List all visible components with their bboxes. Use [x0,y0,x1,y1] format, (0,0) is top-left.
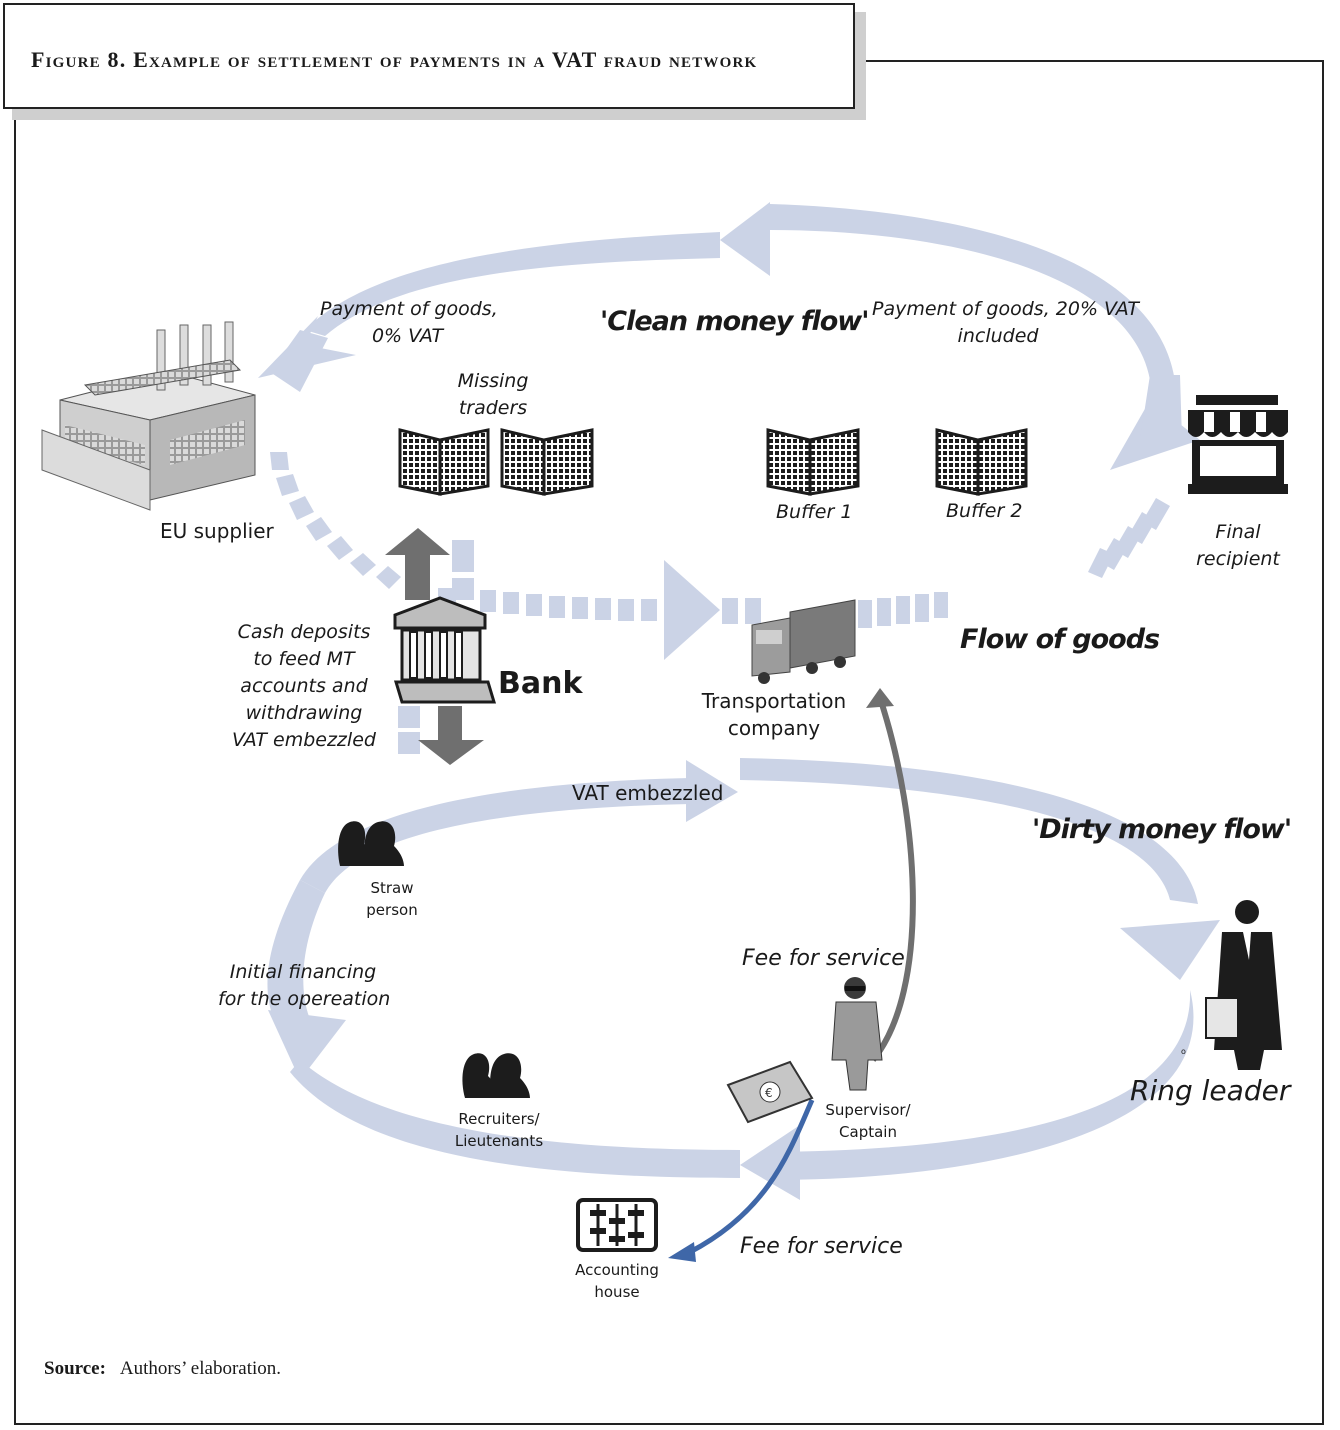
source-label: Source: [44,1358,106,1379]
bank-label: Bank [498,666,583,701]
figure-title-box: Figure 8. Example of settlement of payme… [3,3,855,109]
shop-icon [1188,395,1288,494]
transport-line2: company [727,716,821,740]
fee-for-service-top-label: Fee for service [742,946,905,971]
figure-title: Figure 8. Example of settlement of payme… [31,47,758,72]
supervisor-line1: Supervisor/ [825,1101,911,1119]
office-building-icon [766,428,860,496]
bank-icon [393,596,497,704]
transportation-company-label: Transportation company [700,688,848,742]
buffer-2-label: Buffer 2 [946,500,1023,522]
clean-money-flow-label: 'Clean money flow' [600,306,869,337]
businessman-icon [1205,900,1282,1070]
final-recipient-line2: recipient [1196,548,1280,570]
accounting-line2: house [594,1283,640,1301]
supervisor-line2: Captain [839,1123,897,1141]
blue-arrowhead [668,1242,696,1262]
payment-0-vat-line1: Payment of goods, [320,298,498,320]
fee-blue-arrow [688,1098,815,1255]
missing-traders-line2: traders [458,397,528,419]
payment-20-vat-label: Payment of goods, 20% VAT included [872,296,1139,350]
missing-traders-label: Missing traders [450,368,536,422]
straw-line2: person [366,901,418,919]
dirty-money-flow-arrow [267,758,1220,1200]
office-building-icon [935,428,1028,496]
svg-text:€: € [765,1086,773,1100]
abacus-icon [576,1198,658,1252]
payment-0-vat-line2: 0% VAT [371,325,444,347]
cash-deposits-line4: withdrawing [245,702,363,724]
accounting-line1: Accounting [575,1261,659,1279]
recruiters-line1: Recruiters/ [458,1110,540,1128]
fee-for-service-bottom-label: Fee for service [740,1234,903,1259]
small-mark: o [1181,1047,1186,1056]
office-building-icon [500,428,594,496]
office-building-icon [398,428,490,496]
accounting-house-label: Accounting house [568,1259,666,1303]
flow-of-goods-arrow [270,452,1170,660]
eu-supplier-label: EU supplier [160,519,274,543]
cash-deposits-line5: VAT embezzled [232,729,376,751]
payment-20-vat-line1: Payment of goods, 20% VAT [872,298,1139,320]
cash-deposits-line3: accounts and [240,675,368,697]
truck-icon [751,599,856,684]
initial-fin-line2: for the opereation [218,988,391,1010]
banknote-icon: € [726,1060,814,1124]
bank-cash-arrows [385,528,484,765]
cash-deposits-line2: to feed MT [253,648,355,670]
cash-deposits-line1: Cash deposits [237,621,371,643]
cash-deposits-label: Cash deposits to feed MT accounts and wi… [228,619,380,754]
grey-arrowhead [866,688,894,708]
final-recipient-label: Final recipient [1192,519,1284,573]
payment-0-vat-label: Payment of goods, 0% VAT [320,296,498,350]
recruiters-line2: Lieutenants [454,1132,544,1150]
flow-of-goods-label: Flow of goods [960,624,1160,655]
source-note: Source: Authors’ elaboration. [44,1358,281,1380]
straw-line1: Straw [370,879,414,897]
supervisor-to-transport-arrow [870,697,916,1062]
payment-20-vat-line2: included [957,325,1039,347]
people-silhouette-icon [462,1053,530,1098]
supervisor-captain-label: Supervisor/ Captain [822,1099,914,1143]
straw-person-label: Straw person [362,877,422,921]
ring-leader-label: Ring leader [1130,1074,1291,1107]
vat-embezzled-label: VAT embezzled [572,781,724,805]
buffer-1-label: Buffer 1 [776,501,853,523]
transport-line1: Transportation [701,689,847,713]
final-recipient-line1: Final [1215,521,1261,543]
recruiters-lieutenants-label: Recruiters/ Lieutenants [450,1108,548,1152]
source-text: Authors’ elaboration. [119,1358,282,1379]
clean-money-flow-arrow [258,202,1200,470]
initial-fin-line1: Initial financing [229,961,377,983]
people-silhouette-icon [338,821,404,866]
initial-financing-label: Initial financing for the opereation [218,959,391,1013]
factory-icon [41,321,256,511]
dirty-money-flow-label: 'Dirty money flow' [1032,814,1292,845]
supervisor-icon [831,977,883,1091]
missing-traders-line1: Missing [457,370,529,392]
